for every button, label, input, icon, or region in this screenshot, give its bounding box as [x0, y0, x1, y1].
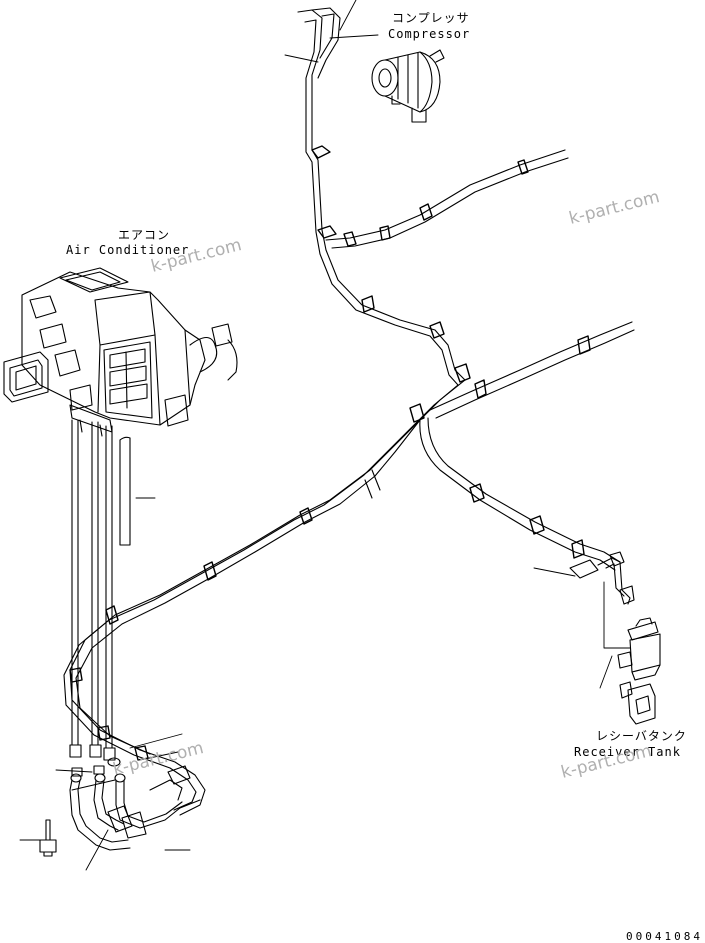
lower-fittings — [39, 757, 201, 857]
receiver-tank-drawing — [617, 617, 661, 725]
compressor-drawing — [371, 49, 445, 123]
receiver-fittings — [569, 551, 635, 605]
leader-lines — [19, 0, 631, 871]
aircon-label-jp: エアコン — [118, 228, 171, 242]
receiver-tank-label-en: Receiver Tank — [574, 745, 681, 759]
hose-harness — [63, 7, 635, 816]
drawing-code: 00041084 — [626, 930, 703, 943]
receiver-tank-label-jp: レシーバタンク — [596, 729, 687, 743]
compressor-label-en: Compressor — [388, 27, 471, 41]
compressor-label-jp: コンプレッサ — [392, 11, 470, 25]
aircon-pipes — [69, 419, 116, 761]
aircon-label-en: Air Conditioner — [66, 243, 190, 257]
air-conditioner-drawing — [3, 267, 238, 546]
